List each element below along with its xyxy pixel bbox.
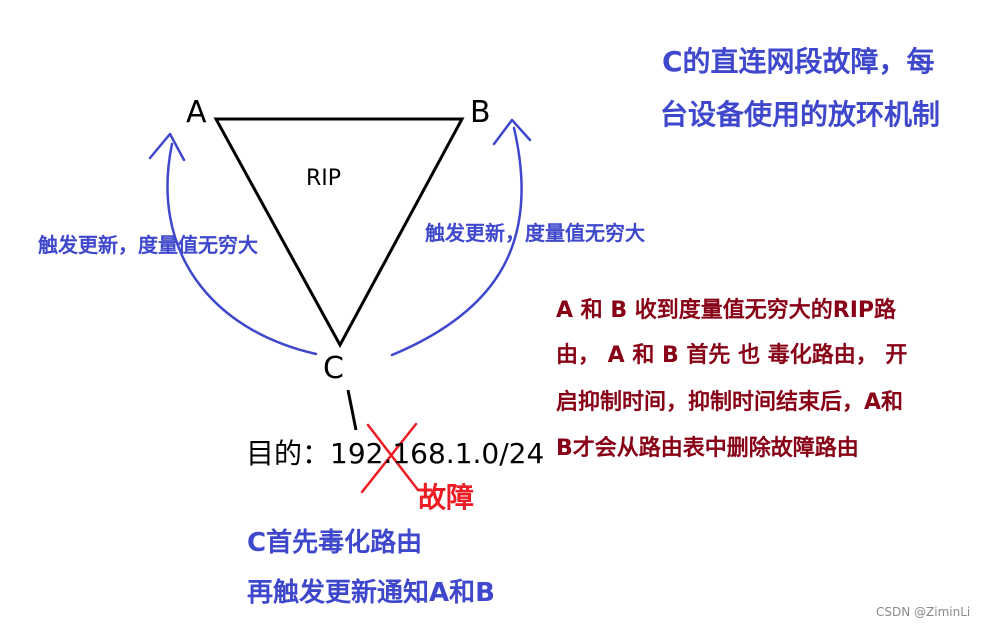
protocol-label: RIP: [306, 166, 342, 191]
topology-triangle: [213, 117, 465, 349]
arrow-head-right: [492, 118, 532, 146]
c-note-line-1: C首先毒化路由: [247, 528, 423, 558]
trigger-label-left: 触发更新，度量值无穷大: [38, 233, 258, 257]
ab-note-line-2: 由， A 和 B 首先 也 毒化路由， 开: [556, 343, 908, 368]
trigger-arrow-right: [390, 126, 523, 357]
ab-note-line-1: A 和 B 收到度量值无穷大的RIP路: [556, 298, 897, 323]
trigger-label-right: 触发更新，度量值无穷大: [425, 221, 645, 245]
link-c-to-destination: [346, 389, 358, 431]
node-b-label: B: [470, 95, 491, 130]
title-line-1: C的直连网段故障，每: [662, 45, 935, 78]
ab-note-line-4: B才会从路由表中删除故障路由: [556, 436, 859, 461]
title-line-2: 台设备使用的放环机制: [660, 98, 941, 131]
destination-network: 目的：192.168.1.0/24: [246, 437, 545, 470]
node-a-label: A: [186, 95, 207, 130]
node-c-label: C: [323, 351, 344, 386]
c-note-line-2: 再触发更新通知A和B: [247, 578, 495, 608]
ab-note-line-3: 启抑制时间，抑制时间结束后，A和: [556, 390, 904, 415]
trigger-arrow-left: [166, 142, 318, 356]
red-x-cross-icon: [360, 422, 420, 494]
watermark: CSDN @ZiminLi: [876, 605, 971, 619]
arrow-head-left: [148, 132, 186, 162]
fault-label: 故障: [418, 481, 475, 514]
